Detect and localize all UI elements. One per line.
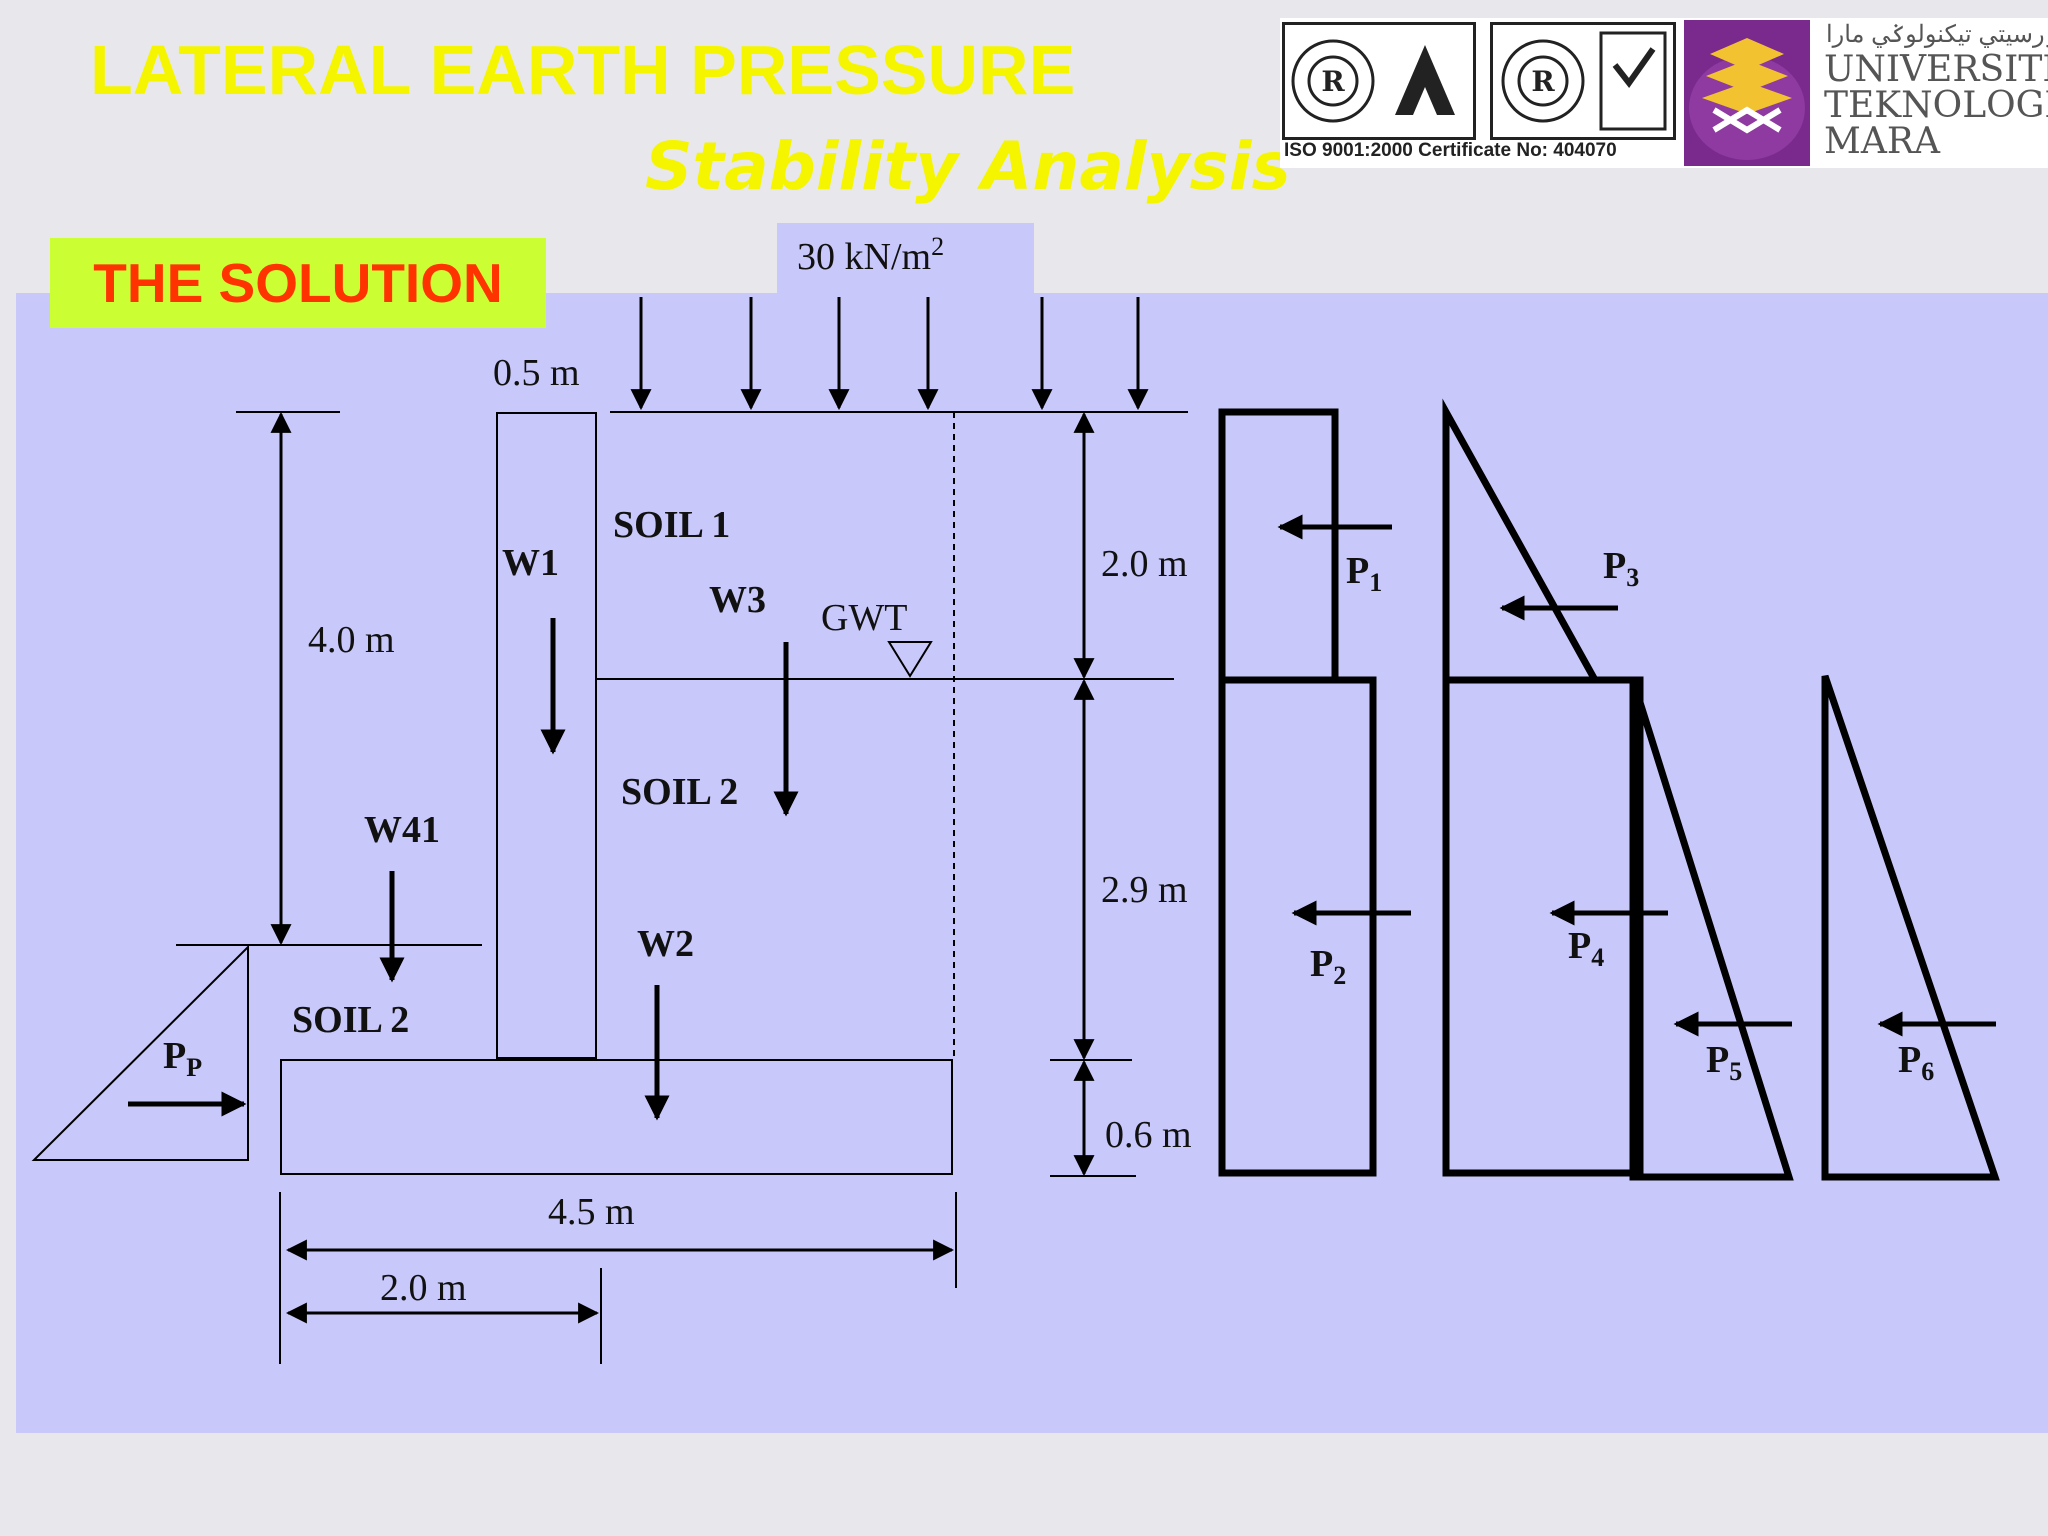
- soil2-height-label: 2.9 m: [1101, 869, 1188, 911]
- uitm-crest-icon: [1684, 20, 1810, 166]
- university-line-2: TEKNOLOGI: [1824, 85, 2048, 126]
- w2-label: W2: [637, 923, 694, 965]
- wall-base: [280, 1059, 953, 1175]
- p5-triangle: [1629, 678, 1794, 1181]
- quality-seal-icon: R: [1291, 39, 1455, 123]
- page-subtitle: Stability Analysis: [645, 128, 1291, 205]
- passive-pressure-triangle: [31, 944, 249, 1161]
- logo-banner: R R ISO 9001:2000 Certificate No: 404070…: [1280, 18, 2048, 168]
- pressure-diagrams: [1218, 398, 2000, 1181]
- page-title: LATERAL EARTH PRESSURE: [90, 31, 1076, 109]
- pressure-arrows: [1277, 514, 1996, 1037]
- surcharge-label: 30 kN/m2: [797, 232, 944, 278]
- certification-seal-left: R: [1282, 22, 1476, 140]
- p5-label: P5: [1706, 1039, 1742, 1086]
- university-line-3: MARA: [1824, 121, 1940, 162]
- soil1-label: SOIL 1: [613, 504, 730, 546]
- base-length-label: 4.5 m: [548, 1191, 635, 1233]
- soil1-height-label: 2.0 m: [1101, 543, 1188, 585]
- gwt-label: GWT: [821, 597, 908, 639]
- university-name: UNIVERSITI TEKNOLOGI MARA: [1824, 52, 2048, 160]
- p2-rectangle: [1218, 676, 1377, 1177]
- p6-label: P6: [1898, 1039, 1934, 1086]
- surcharge-label-box: [777, 223, 1034, 295]
- p1-label: P1: [1346, 550, 1382, 597]
- p4-label: P4: [1568, 925, 1604, 972]
- gwt-symbol-icon: [887, 641, 933, 678]
- p4-rectangle: [1442, 676, 1644, 1177]
- base-thickness-label: 0.6 m: [1105, 1114, 1192, 1156]
- surcharge-arrows: [630, 297, 1149, 411]
- soil2-heel-label: SOIL 2: [621, 771, 738, 813]
- ukas-seal-icon: R: [1501, 31, 1667, 131]
- university-line-1: UNIVERSITI: [1824, 49, 2048, 90]
- p6-triangle: [1821, 674, 2000, 1181]
- certification-seal-right: R: [1490, 22, 1676, 140]
- university-jawi-name: اونيۏرسيتي تيكنولوݢي مارا: [1826, 21, 2048, 48]
- p3-triangle: [1442, 398, 1601, 684]
- p3-label: P3: [1603, 545, 1639, 592]
- w1-label: W1: [502, 542, 559, 584]
- svg-text:R: R: [1531, 65, 1555, 98]
- p1-rectangle: [1218, 408, 1339, 684]
- p2-label: P2: [1310, 943, 1346, 990]
- toe-length-label: 2.0 m: [380, 1267, 467, 1309]
- total-height-label: 4.0 m: [308, 619, 395, 661]
- pp-label: PP: [163, 1035, 202, 1082]
- svg-text:R: R: [1321, 65, 1345, 98]
- soil2-toe-label: SOIL 2: [292, 999, 409, 1041]
- wall-stem: [496, 412, 597, 1059]
- stem-width-label: 0.5 m: [493, 352, 580, 394]
- w3-label: W3: [709, 579, 766, 621]
- solution-label: THE SOLUTION: [50, 238, 546, 328]
- w41-label: W41: [364, 809, 440, 851]
- certificate-number: ISO 9001:2000 Certificate No: 404070: [1284, 140, 1617, 161]
